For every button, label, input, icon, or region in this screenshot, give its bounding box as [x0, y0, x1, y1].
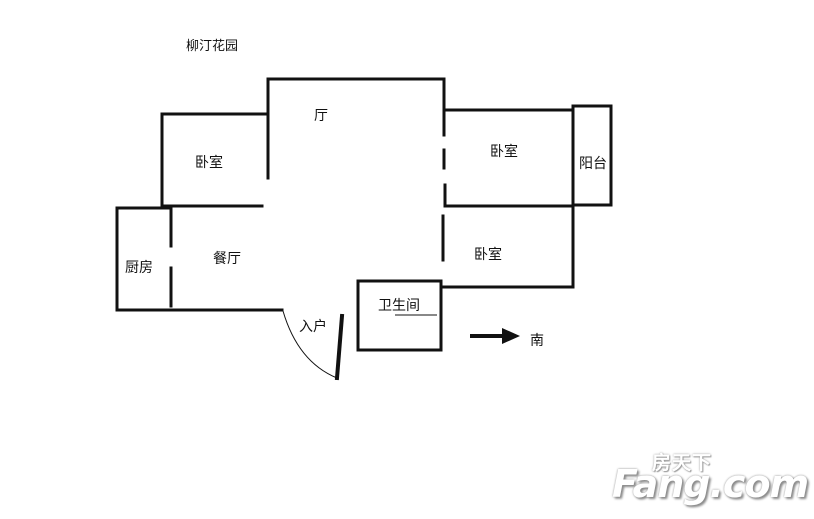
room-label-bedroom-ne: 卧室	[490, 144, 518, 160]
watermark-brand-en: Fang.com	[612, 462, 809, 506]
plan-title: 柳汀花园	[186, 39, 239, 54]
walls	[115, 77, 613, 381]
room-label-living: 厅	[314, 108, 328, 124]
watermark-brand-cn: 房天下	[652, 452, 713, 474]
entrance-label: 入户	[299, 319, 327, 335]
room-label-bedroom-se: 卧室	[474, 247, 502, 263]
watermark-logo: 房天下 Fang.com	[612, 448, 809, 508]
entrance-door	[334, 313, 345, 381]
room-label-kitchen: 厨房	[125, 260, 153, 276]
compass-label-south: 南	[530, 333, 544, 349]
door-swing-arc	[282, 310, 338, 379]
room-label-dining: 餐厅	[213, 251, 241, 267]
room-label-bedroom-nw: 卧室	[195, 155, 223, 171]
room-label-balcony: 阳台	[579, 156, 607, 172]
arrow-right-icon	[470, 328, 520, 344]
room-label-bathroom: 卫生间	[378, 298, 420, 314]
